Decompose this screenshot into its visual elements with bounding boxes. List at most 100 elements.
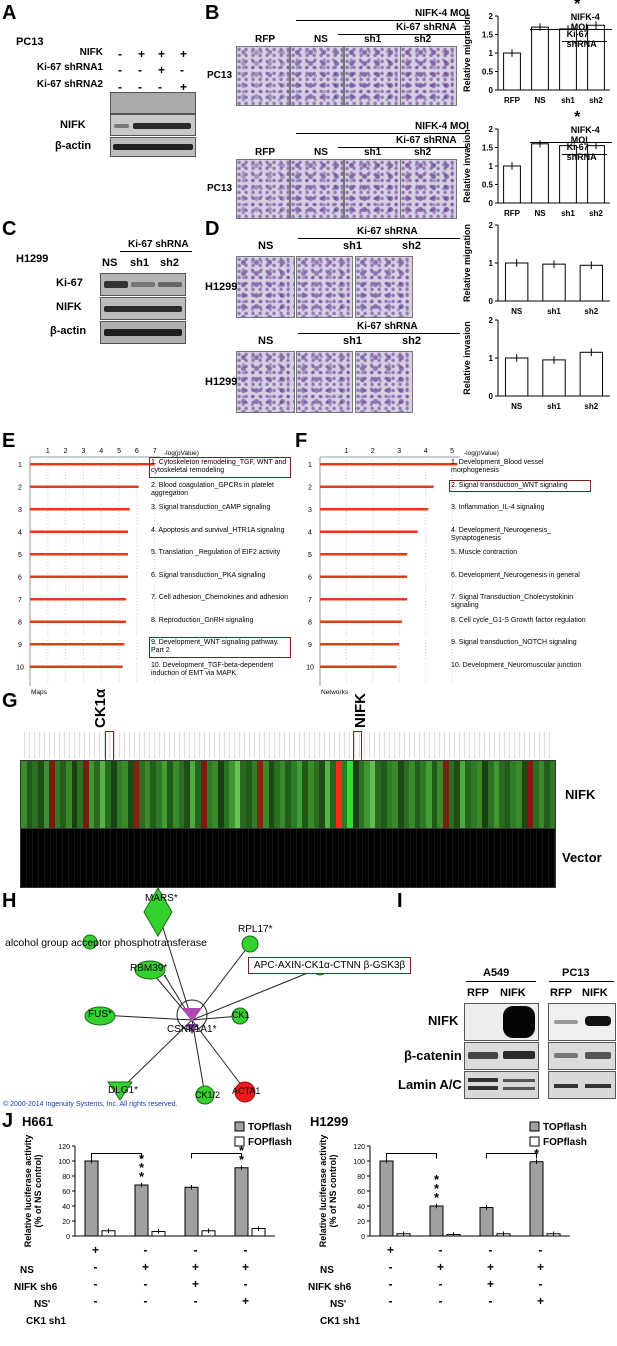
node-label: RPL17* xyxy=(238,924,273,935)
heat-cell xyxy=(105,761,111,829)
pathway-item: 6. Signal transduction_PKA signaling xyxy=(151,571,266,579)
heat-cell xyxy=(341,761,348,829)
bar xyxy=(504,262,529,302)
row-number: 10 xyxy=(306,665,314,672)
row-number: 5 xyxy=(18,552,22,559)
heat-cell xyxy=(471,761,477,829)
y-axis-title: Relative luciferase activity xyxy=(23,1135,33,1248)
bar xyxy=(184,1186,199,1237)
heat-cell xyxy=(161,761,168,829)
tick-label: 0 xyxy=(489,392,494,401)
sign-symbol: + xyxy=(437,1260,444,1274)
heat-cell xyxy=(336,761,342,829)
heat-cell xyxy=(493,761,500,829)
row-number: 9 xyxy=(18,642,22,649)
pathway-bar xyxy=(320,463,458,466)
pathway-item: 7. Signal Transduction_Cholecystokinin s… xyxy=(451,594,574,610)
heat-cell xyxy=(139,761,145,829)
sign-symbol: - xyxy=(144,1277,148,1291)
heat-cell xyxy=(21,761,27,829)
blot-label: β-catenin xyxy=(404,1048,462,1063)
col-label: RFP xyxy=(550,987,572,999)
heat-cell xyxy=(54,761,61,829)
category-label: sh1 xyxy=(547,402,561,411)
pathway-item: 5. Muscle contraction xyxy=(451,549,518,556)
bar xyxy=(529,1161,544,1237)
row-label: NIFK sh6 xyxy=(14,1282,58,1293)
node-label: RBM39* xyxy=(130,963,168,974)
heat-cell xyxy=(549,761,556,829)
tick-label: 4 xyxy=(424,448,428,455)
tick-label: 3 xyxy=(397,448,401,455)
heat-cell xyxy=(516,761,522,829)
axis-title: -log(pValue) xyxy=(164,450,199,457)
sign-symbol: + xyxy=(537,1260,544,1274)
pathway-bar xyxy=(320,508,429,511)
bar xyxy=(504,357,529,397)
pathway-item: 4. Development_Neurogenesis_ Synaptogene… xyxy=(451,526,552,542)
transwell-image xyxy=(236,256,295,318)
ki67-blot xyxy=(100,273,186,296)
row-number: 9 xyxy=(308,642,312,649)
heat-cell xyxy=(178,761,185,829)
heat-cell xyxy=(426,761,432,829)
category-label: NS xyxy=(511,307,523,316)
pathway-bar xyxy=(30,485,139,488)
legend-swatch xyxy=(529,1121,540,1132)
row-label: NIFK xyxy=(79,47,103,58)
row-number: 7 xyxy=(18,597,22,604)
ck1-highlight-box xyxy=(105,731,114,761)
heat-cell xyxy=(291,761,297,829)
luciferase-bar-chart: 020406080100120*****TOPflashFOPflashRela… xyxy=(318,1121,587,1308)
sign-symbol: - xyxy=(439,1294,443,1308)
blot-label: Ki-67 xyxy=(56,277,83,289)
node-label: DLG1* xyxy=(108,1085,139,1096)
pathway-item: 7. Cell adhesion_Chemokines and adhesion xyxy=(151,594,288,601)
transwell-image xyxy=(290,159,344,219)
sign-symbol: - xyxy=(138,63,142,77)
panel-label-d: D xyxy=(205,218,220,240)
panel-label-e: E xyxy=(2,430,16,452)
row-label: NS xyxy=(20,1265,34,1276)
axis-title: -log(pValue) xyxy=(464,450,499,457)
row-label: NS' xyxy=(34,1299,51,1310)
sign-symbol: + xyxy=(387,1243,394,1257)
pathway-bar xyxy=(320,530,418,533)
panel-label-g: G xyxy=(2,690,18,712)
heat-cell xyxy=(223,761,230,829)
col-label: sh1 xyxy=(364,147,382,158)
tick-label: 0 xyxy=(361,1234,365,1241)
pathway-bar xyxy=(30,620,127,623)
blot-label: NIFK xyxy=(428,1013,459,1028)
pathway-item: 8. Reproduction_GnRH signaling xyxy=(151,616,254,624)
pathway-bar xyxy=(320,665,397,668)
node-label: ACTA1 xyxy=(232,1086,261,1096)
sign-symbol: + xyxy=(158,47,166,61)
tick-label: 1 xyxy=(489,259,494,268)
cell-line-label: PC13 xyxy=(16,36,44,48)
transwell-image xyxy=(400,159,457,219)
heat-cell xyxy=(414,761,421,829)
pathway-item: 1. Cytoskeleton remodeling_TGF, WNT and … xyxy=(149,457,291,478)
tick-label: 1 xyxy=(46,448,50,455)
col-label: RFP xyxy=(467,987,489,999)
heat-cell xyxy=(352,761,359,829)
bar xyxy=(234,1167,249,1237)
complex-label: APC-AXIN-CK1α-CTNN β-GSK3β xyxy=(248,957,412,974)
sign-symbol: + xyxy=(487,1277,494,1291)
heat-cell xyxy=(156,761,162,829)
col-label: NS xyxy=(258,335,274,347)
heat-cell xyxy=(409,761,415,829)
heat-cell xyxy=(274,761,280,829)
legend-label: FOPflash xyxy=(248,1137,292,1148)
significance-star: * xyxy=(434,1190,440,1205)
heat-cell xyxy=(94,761,100,829)
sign-symbol: - xyxy=(244,1277,248,1291)
node-label: CK1 xyxy=(232,1010,250,1020)
nifk-blot-pc13 xyxy=(548,1003,616,1041)
shrna-label: Ki-67 shRNA xyxy=(566,29,597,49)
sign-symbol: - xyxy=(439,1277,443,1291)
pathway-item: 3. Signal transduction_cAMP signaling xyxy=(151,504,271,511)
transwell-image xyxy=(355,351,413,413)
pathway-bar xyxy=(30,463,155,466)
